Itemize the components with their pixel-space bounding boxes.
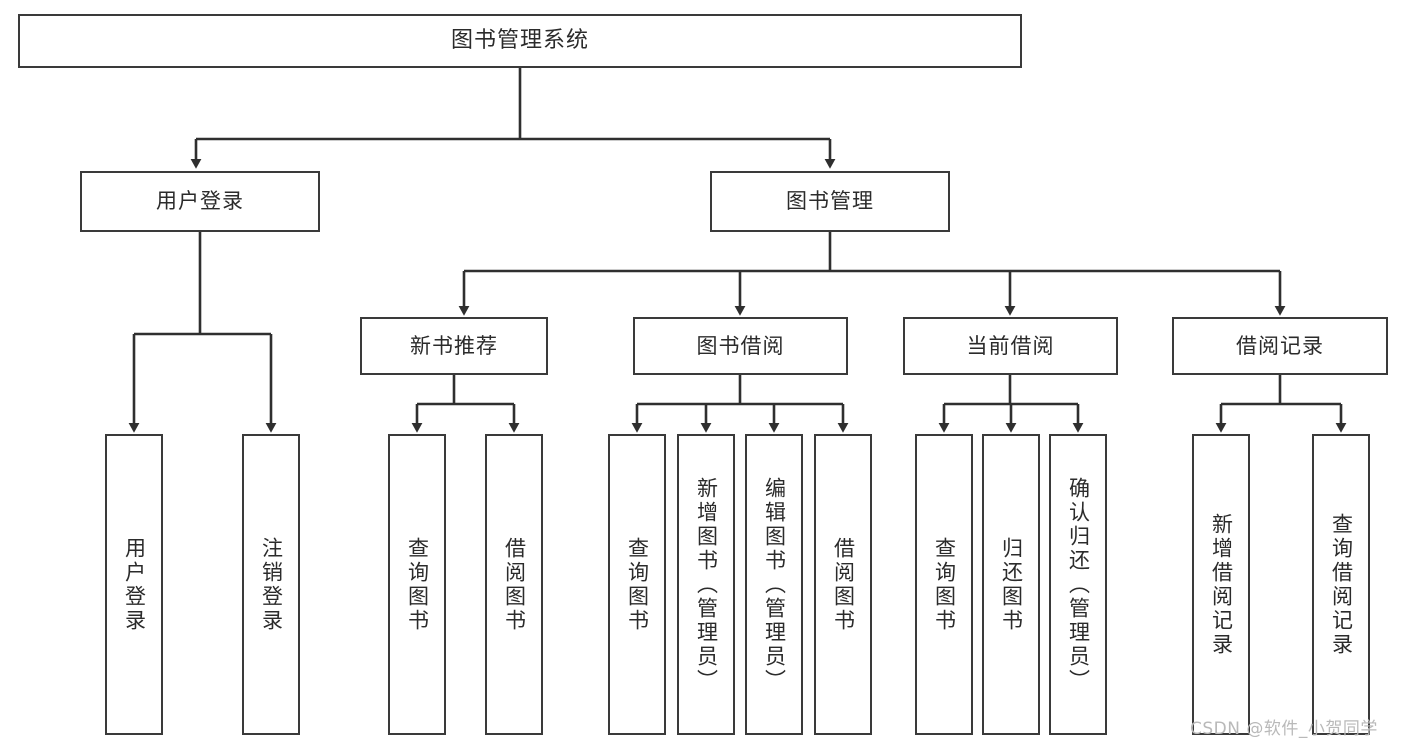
node-user-login-label: 用户登录 <box>156 189 244 214</box>
leaf-borrow-book-1-label: 借阅图书 <box>502 536 527 633</box>
node-book-borrow[interactable]: 图书借阅 <box>633 317 848 375</box>
leaf-add-book-label: 新增图书（管理员） <box>694 476 719 693</box>
leaf-borrow-book-2[interactable]: 借阅图书 <box>814 434 872 735</box>
node-book-borrow-label: 图书借阅 <box>696 333 785 358</box>
leaf-confirm-return-label: 确认归还（管理员） <box>1066 476 1091 693</box>
leaf-user-logout-label: 注销登录 <box>259 536 284 633</box>
node-book-management[interactable]: 图书管理 <box>710 171 950 232</box>
node-new-book-recommend-label: 新书推荐 <box>410 333 498 358</box>
leaf-query-book-1-label: 查询图书 <box>405 536 430 633</box>
leaf-query-book-2[interactable]: 查询图书 <box>608 434 666 735</box>
node-borrow-record-label: 借阅记录 <box>1236 333 1324 358</box>
leaf-user-login-label: 用户登录 <box>122 536 147 633</box>
node-user-login[interactable]: 用户登录 <box>80 171 320 232</box>
node-borrow-record[interactable]: 借阅记录 <box>1172 317 1388 375</box>
leaf-edit-book[interactable]: 编辑图书（管理员） <box>745 434 803 735</box>
leaf-borrow-book-2-label: 借阅图书 <box>831 536 856 633</box>
leaf-user-logout[interactable]: 注销登录 <box>242 434 300 735</box>
leaf-query-record[interactable]: 查询借阅记录 <box>1312 434 1370 735</box>
leaf-confirm-return[interactable]: 确认归还（管理员） <box>1049 434 1107 735</box>
leaf-add-record[interactable]: 新增借阅记录 <box>1192 434 1250 735</box>
leaf-return-book-label: 归还图书 <box>999 536 1024 633</box>
node-current-borrow-label: 当前借阅 <box>966 333 1055 358</box>
csdn-watermark: CSDN @软件_小贺同学 <box>1190 719 1378 739</box>
node-root[interactable]: 图书管理系统 <box>18 14 1022 68</box>
leaf-return-book[interactable]: 归还图书 <box>982 434 1040 735</box>
leaf-query-book-1[interactable]: 查询图书 <box>388 434 446 735</box>
leaf-query-book-3[interactable]: 查询图书 <box>915 434 973 735</box>
leaf-borrow-book-1[interactable]: 借阅图书 <box>485 434 543 735</box>
leaf-query-record-label: 查询借阅记录 <box>1329 512 1354 657</box>
leaf-query-book-2-label: 查询图书 <box>625 536 650 633</box>
leaf-query-book-3-label: 查询图书 <box>932 536 957 633</box>
node-root-label: 图书管理系统 <box>450 28 589 54</box>
leaf-edit-book-label: 编辑图书（管理员） <box>762 476 787 693</box>
leaf-add-record-label: 新增借阅记录 <box>1209 512 1234 657</box>
leaf-user-login[interactable]: 用户登录 <box>105 434 163 735</box>
node-book-management-label: 图书管理 <box>786 189 874 214</box>
leaf-add-book[interactable]: 新增图书（管理员） <box>677 434 735 735</box>
node-new-book-recommend[interactable]: 新书推荐 <box>360 317 548 375</box>
node-current-borrow[interactable]: 当前借阅 <box>903 317 1118 375</box>
